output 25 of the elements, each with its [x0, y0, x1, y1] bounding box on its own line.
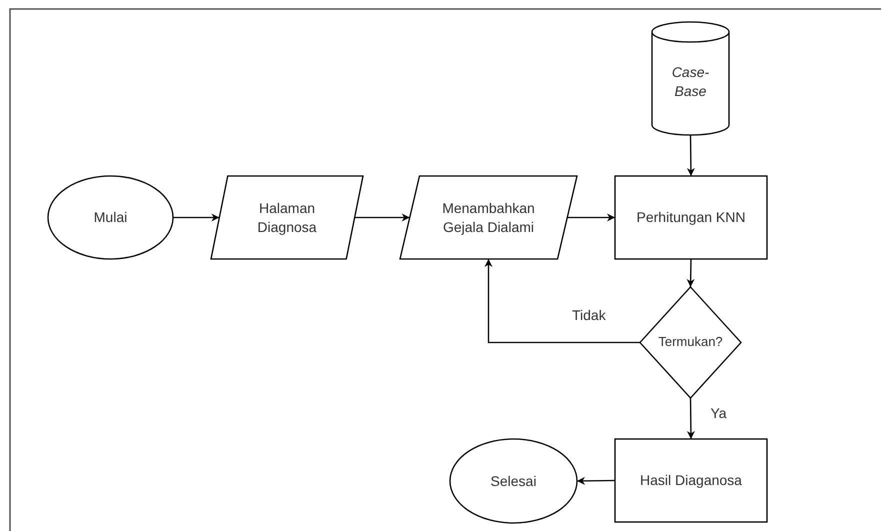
process-box: [615, 439, 767, 522]
input-parallelogram: [400, 176, 577, 259]
edge-label: Tidak: [570, 306, 608, 322]
arrow: [484, 259, 640, 344]
arrow: [567, 214, 615, 222]
arrow: [686, 258, 695, 288]
terminator-ellipse: [48, 176, 173, 259]
node-label: Mulai: [94, 208, 128, 227]
database-cylinder: [652, 22, 729, 135]
decision-diamond: [640, 287, 741, 398]
node-label: Termukan?: [658, 334, 723, 351]
node-label: Halaman Diagnosa: [256, 199, 318, 236]
node-label: Menambahkan Gejala Dialami: [441, 199, 536, 236]
arrow: [686, 398, 695, 439]
input-parallelogram: [211, 176, 363, 259]
arrow: [577, 476, 615, 485]
arrow: [686, 135, 695, 176]
terminator-ellipse: [450, 439, 577, 523]
node-label: Selesai: [490, 472, 536, 490]
process-box: [615, 176, 767, 259]
node-label: Case-Base: [670, 63, 710, 100]
arrow: [173, 214, 220, 222]
node-label: Perhitungan KNN: [636, 208, 746, 227]
node-label: Hasil Diaganosa: [640, 471, 742, 490]
arrow: [354, 214, 410, 222]
